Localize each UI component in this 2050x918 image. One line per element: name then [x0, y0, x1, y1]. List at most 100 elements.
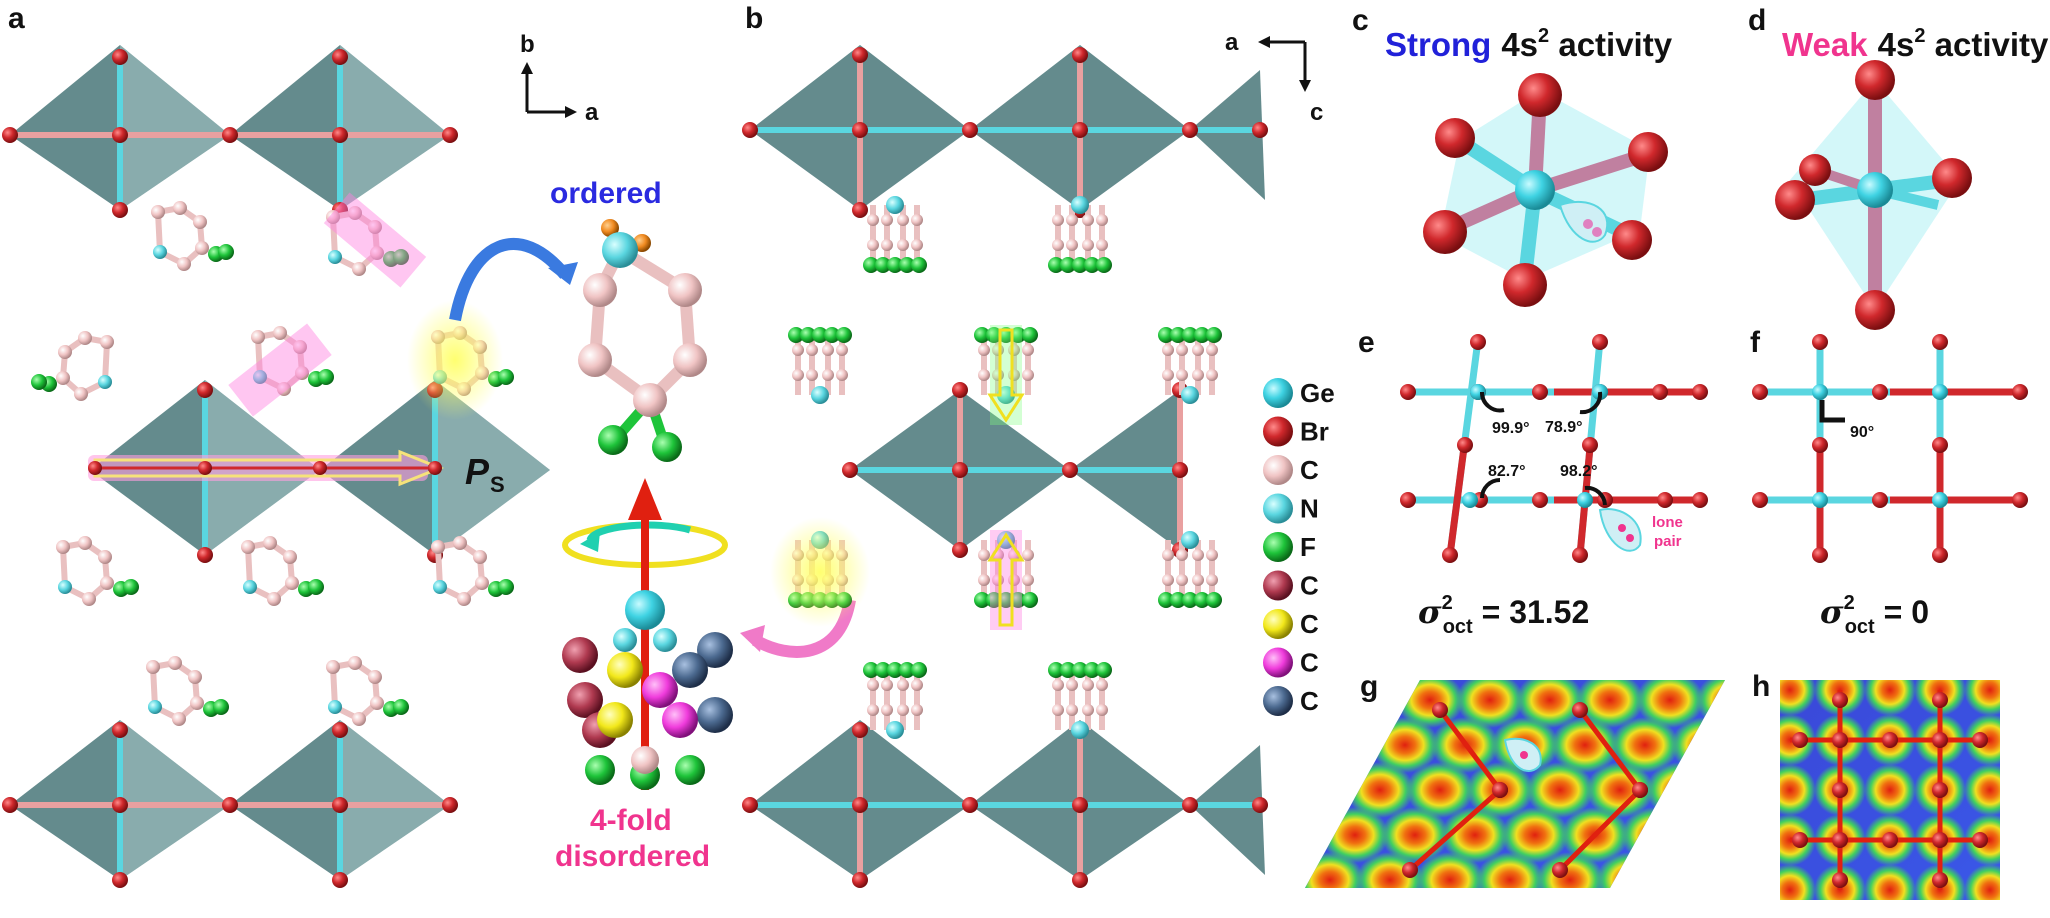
highlight-dipole-down — [990, 325, 1022, 425]
panel-label-b: b — [745, 2, 763, 35]
br-atom — [1932, 547, 1948, 563]
cation-cage — [974, 327, 1038, 404]
disordered-label-line1: 4-fold — [590, 804, 672, 837]
panel-label-a: a — [8, 2, 25, 35]
highlight-dipole-up — [990, 530, 1022, 630]
axis-label-c: c — [1310, 99, 1323, 126]
br-atom — [2012, 492, 2028, 508]
legend-swatch — [1263, 609, 1293, 639]
ps-label: P — [465, 451, 490, 492]
angle-arc-2 — [1579, 391, 1603, 415]
elf-map-regular — [1780, 680, 2000, 900]
ps-label-subscript: S — [490, 472, 505, 497]
legend-swatch — [1263, 570, 1293, 601]
br-atom — [1582, 437, 1598, 453]
disordered-label-line2: disordered — [555, 840, 710, 873]
octahedron-strong — [1423, 73, 1668, 307]
br-atom — [1172, 462, 1188, 478]
br-atom — [1532, 384, 1548, 400]
octahedra-layer-bottom-a — [2, 720, 458, 888]
legend-swatch — [1263, 493, 1293, 524]
angle-label-1: 99.9° — [1492, 420, 1530, 437]
network-distorted — [1400, 334, 1708, 563]
cation-molecule — [241, 536, 324, 606]
octahedra-layer-top-a — [2, 45, 458, 218]
br-atom — [952, 462, 968, 478]
angle-arc-3 — [1480, 478, 1501, 499]
panel-label-d: d — [1748, 4, 1766, 37]
angle-arc-1 — [1479, 391, 1505, 413]
ps-polarization-arrow — [88, 449, 445, 487]
right-angle-marker — [1819, 400, 1845, 423]
panel-label-h: h — [1752, 670, 1770, 703]
br-atom — [742, 122, 758, 138]
highlight-disordered-cage — [770, 517, 870, 627]
axes-indicator-b: a c — [1225, 29, 1323, 126]
br-atom — [1532, 492, 1548, 508]
dipole-arrow-down — [987, 328, 1025, 423]
cation-molecule — [146, 656, 229, 726]
ge-atom — [1812, 492, 1828, 508]
br-atom — [2012, 384, 2028, 400]
br-atom — [1872, 384, 1888, 400]
cation-molecule — [431, 536, 514, 606]
cation-molecule — [326, 206, 409, 276]
br-atom — [1442, 547, 1458, 563]
octahedron-weak — [1775, 60, 1972, 330]
br-atom — [952, 542, 968, 558]
legend-swatch — [1263, 532, 1293, 562]
cation-cage — [788, 327, 852, 404]
cation-molecule — [56, 536, 139, 606]
br-atom — [1812, 334, 1828, 350]
title-d-sup: 2 — [1914, 25, 1925, 47]
legend-swatch — [1263, 416, 1293, 447]
elf-map-distorted — [1305, 680, 1725, 888]
axis-label-a: a — [585, 99, 599, 126]
highlight-dipole-1 — [323, 192, 427, 288]
panel-label-c: c — [1352, 4, 1369, 37]
br-atom — [1400, 384, 1416, 400]
lone-pair-label-1: lone — [1652, 514, 1683, 531]
panel-label-e: e — [1358, 326, 1375, 359]
panel-label-f: f — [1750, 326, 1761, 359]
br-atom — [1457, 437, 1473, 453]
legend-label: F — [1300, 532, 1316, 562]
br-atom — [1932, 437, 1948, 453]
legend-swatch — [1263, 455, 1293, 485]
lone-pair-label-2: pair — [1654, 533, 1682, 550]
br-atom — [1692, 492, 1708, 508]
br-atom — [1072, 872, 1088, 888]
br-atom — [1812, 547, 1828, 563]
ge-atom — [1577, 492, 1593, 508]
title-c-strong: Strong — [1385, 26, 1491, 63]
br-atom — [852, 722, 868, 738]
br-atom — [852, 47, 868, 63]
br-atom — [742, 797, 758, 813]
br-atom — [1572, 547, 1588, 563]
br-atom — [1072, 122, 1088, 138]
highlight-dipole-2 — [228, 323, 332, 417]
br-atom — [1592, 334, 1608, 350]
br-atom — [1652, 384, 1668, 400]
cation-cage — [1048, 196, 1112, 273]
br-atom — [842, 462, 858, 478]
legend-label: C — [1300, 455, 1319, 485]
cation-cage — [1158, 327, 1222, 404]
br-atom — [1182, 122, 1198, 138]
title-d-weak: Weak — [1782, 26, 1868, 63]
title-d-activity: activity — [1925, 26, 2049, 63]
cation-cage — [1158, 531, 1222, 608]
legend-label: C — [1300, 609, 1319, 639]
br-atom — [962, 797, 978, 813]
br-atoms-b — [742, 47, 1268, 888]
highlight-ordered-molecule — [407, 300, 503, 420]
disordered-molecule-model — [562, 478, 733, 790]
legend-label: Ge — [1300, 378, 1335, 408]
legend-label: C — [1300, 648, 1319, 678]
cation-molecule — [326, 656, 409, 726]
legend-label: C — [1300, 571, 1319, 601]
